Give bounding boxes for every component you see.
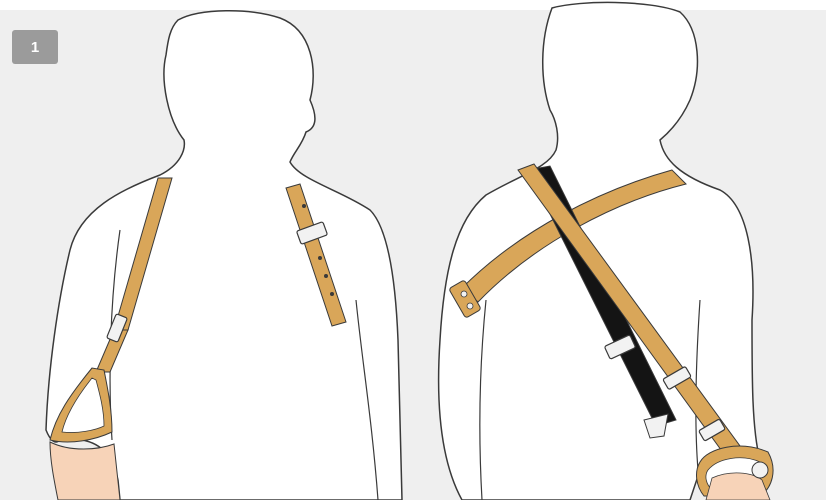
front-hand [50,442,120,500]
strap-hole [318,256,322,260]
strap-hole [330,292,334,296]
strap-rivet [461,291,467,297]
strap-rivet [467,303,473,309]
strap-hole [324,274,328,278]
step-number-badge: 1 [12,30,58,64]
strap-hole [302,204,306,208]
back-arm-loop-ring [752,462,768,478]
